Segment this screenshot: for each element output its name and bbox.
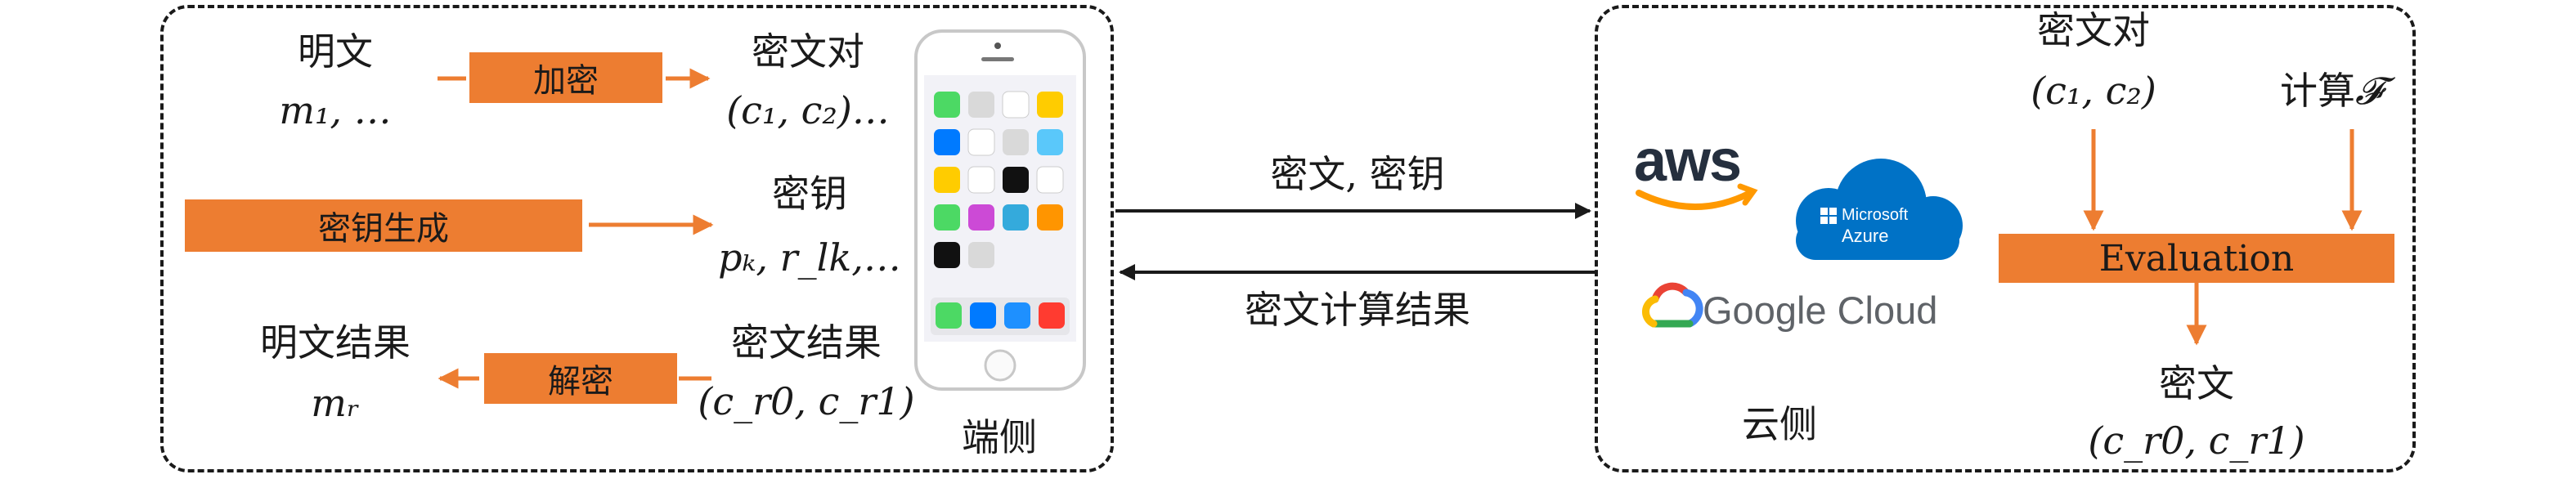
plaintext-math: m₁, … xyxy=(279,88,392,132)
cipher-result-math: (c_r0, c_r1) xyxy=(698,379,915,423)
evaluation-box: Evaluation xyxy=(1999,234,2394,283)
google-cloud-icon xyxy=(1642,282,1703,328)
cloud-ciphertext-pair-math: (c₁, c₂) xyxy=(2031,69,2156,113)
cloud-side-panel xyxy=(1595,5,2416,472)
azure-logo-line2: Azure xyxy=(1842,226,1889,246)
cipher-result-label: 密文结果 xyxy=(731,320,882,365)
aws-logo: aws xyxy=(1634,128,1742,194)
plaintext-label: 明文 xyxy=(298,29,373,74)
device-side-panel xyxy=(160,5,1114,472)
azure-logo-line1: Microsoft xyxy=(1842,206,1909,224)
plain-result-label: 明文结果 xyxy=(260,320,411,365)
compute-label: 计算𝓕 xyxy=(2280,69,2383,113)
evaluation-label: Evaluation xyxy=(2098,237,2295,280)
google-cloud-logo: Google Cloud xyxy=(1703,289,1938,332)
encrypt-box: 加密 xyxy=(469,52,662,103)
cloud-cipher-math: (c_r0, c_r1) xyxy=(2088,419,2305,463)
plain-result-math: mᵣ xyxy=(311,381,360,425)
ciphertext-pair-label: 密文对 xyxy=(752,29,864,74)
decrypt-box: 解密 xyxy=(484,353,677,404)
cloud-cipher-label: 密文 xyxy=(2159,361,2234,405)
key-label: 密钥 xyxy=(772,172,847,216)
azure-cloud-icon xyxy=(1796,159,1963,260)
aws-smile-icon xyxy=(1636,190,1753,210)
ciphertext-pair-math: (c₁, c₂)… xyxy=(726,88,890,132)
encrypt-label: 加密 xyxy=(533,62,599,100)
cloud-side-label: 云侧 xyxy=(1742,402,1817,446)
upload-label: 密文, 密钥 xyxy=(1270,152,1445,196)
keygen-label: 密钥生成 xyxy=(318,210,449,248)
key-math: pₖ, r_lk,… xyxy=(718,235,901,280)
cloud-ciphertext-pair-label: 密文对 xyxy=(2037,8,2150,52)
device-side-label: 端侧 xyxy=(962,415,1037,459)
keygen-box: 密钥生成 xyxy=(185,199,582,252)
smartphone-icon xyxy=(914,29,1086,391)
compute-symbol: 𝓕 xyxy=(2355,69,2383,113)
download-label: 密文计算结果 xyxy=(1245,288,1470,332)
decrypt-label: 解密 xyxy=(548,363,613,401)
